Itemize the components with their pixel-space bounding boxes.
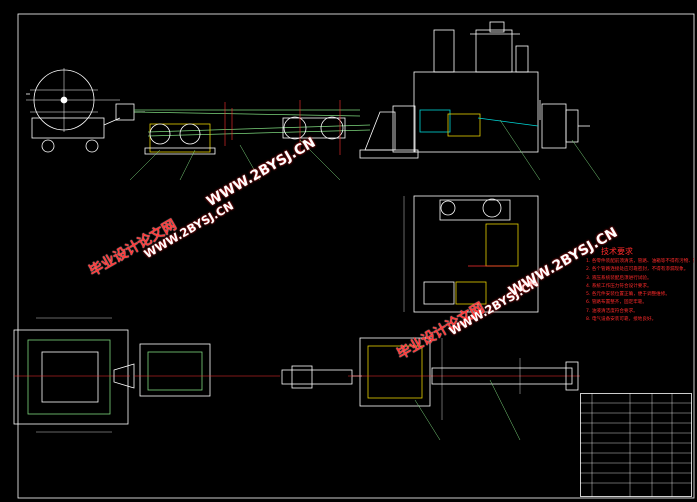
drawing-frame [17, 13, 695, 499]
tech-item: 3. 液压系统装配后须进行试验。 [586, 275, 652, 281]
tech-item: 8. 电气设备安装可靠，接地良好。 [586, 317, 657, 323]
tech-item: 5. 各元件安装位置正确，便于调整维修。 [586, 292, 670, 298]
title-block [580, 393, 692, 497]
tech-item: 6. 管路布置整齐，固定牢靠。 [586, 300, 647, 306]
tech-item: 2. 各个管路连接处应可靠密封，不得有渗漏现象。 [586, 267, 689, 273]
bottom-plan-view [13, 317, 580, 433]
tech-item: 1. 各零件装配前须清洗，管路、油箱等不得有污物、锈迹。 [586, 259, 694, 264]
elevation-view [26, 21, 590, 159]
tech-item: 7. 油液清洁度符合要求。 [586, 308, 638, 314]
tech-item: 4. 系统工作压力符合设计要求。 [586, 283, 652, 289]
hydraulic-plan-view [403, 195, 539, 313]
leader-lines [129, 119, 601, 441]
tech-requirements-list: 1. 各零件装配前须清洗，管路、油箱等不得有污物、锈迹。 2. 各个管路连接处应… [586, 258, 694, 324]
tech-requirements-title: 技术要求 [601, 247, 633, 256]
